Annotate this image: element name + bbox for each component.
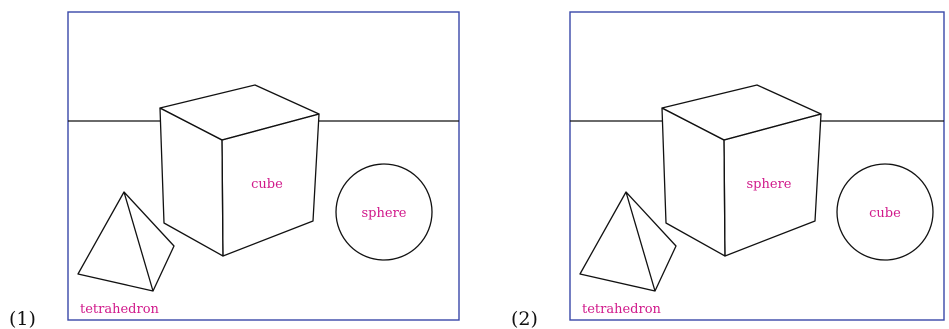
panel-2-cube <box>661 84 822 257</box>
panel-1-cube-label: cube <box>251 177 283 192</box>
panel-1-tetra-label: tetrahedron <box>80 302 160 317</box>
panel-1-cube-left-face <box>159 107 224 257</box>
panel-1-tetra-front-face <box>77 191 154 292</box>
panel-2-cube-top-face <box>661 84 822 141</box>
panel-1-circle-label: sphere <box>362 206 407 221</box>
panel-2-cube-label: sphere <box>747 177 792 192</box>
panel-2-tetrahedron <box>579 191 677 292</box>
panel-1-frame <box>67 11 460 321</box>
panel-2-number: (2) <box>511 308 538 329</box>
panel-1-cube-top-face <box>159 84 320 141</box>
panel-2-circle-label: cube <box>869 206 901 221</box>
panel-2-tetra-label: tetrahedron <box>582 302 662 317</box>
panel-2-cube-left-face <box>661 107 726 257</box>
panel-2-frame <box>569 11 945 321</box>
panel-1-tetra-side-edges <box>123 191 175 292</box>
panel-2-tetra-side-edges <box>625 191 677 292</box>
panel-2: (2) sphere cube tetrahedron <box>511 11 945 329</box>
panel-1-cube <box>159 84 320 257</box>
panel-1-sphere <box>335 163 433 261</box>
panel-2-tetra-front-face <box>579 191 656 292</box>
panel-1-tetrahedron <box>77 191 175 292</box>
panel-1: (1) cube sphere tetrahedron <box>9 11 460 329</box>
panel-2-sphere <box>836 163 934 261</box>
panel-1-number: (1) <box>9 308 36 329</box>
